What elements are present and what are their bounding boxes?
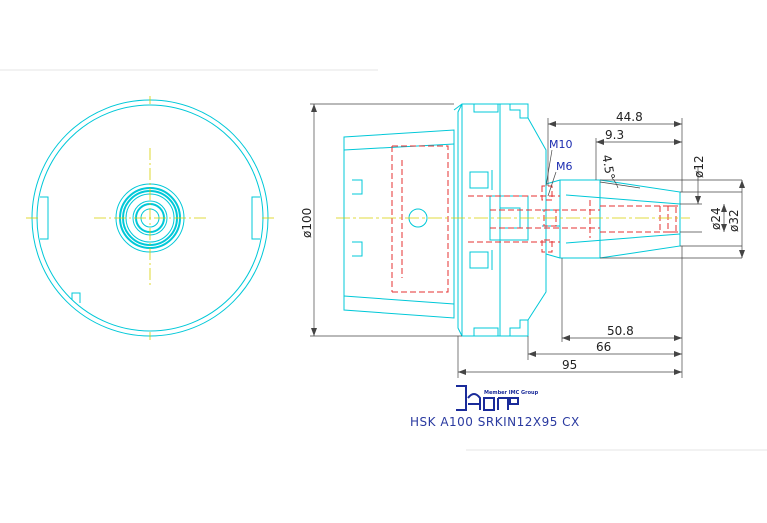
side-view xyxy=(343,103,681,337)
dim-dia-32: ø32 xyxy=(727,209,741,232)
dim-dia-12: ø12 xyxy=(692,155,706,178)
note-m6: M6 xyxy=(556,160,573,173)
dim-44-8: 44.8 xyxy=(616,110,643,124)
iscar-logo: Member IMC Group xyxy=(456,385,539,411)
hidden-lines xyxy=(391,145,678,293)
dimension-lines xyxy=(310,103,743,378)
dim-9-3: 9.3 xyxy=(605,128,624,142)
dim-dia-24: ø24 xyxy=(709,207,723,230)
dim-angle: 4.5° xyxy=(599,154,617,181)
dim-95: 95 xyxy=(562,358,577,372)
dim-50-8: 50.8 xyxy=(607,324,634,338)
dimension-arrows xyxy=(311,104,745,375)
dim-dia-100: ø100 xyxy=(300,208,314,238)
logo-tagline: Member IMC Group xyxy=(484,390,539,396)
end-view-centerlines xyxy=(94,148,206,288)
part-name: HSK A100 SRKIN12X95 CX xyxy=(410,415,580,429)
end-view-keys xyxy=(26,96,274,340)
note-m10: M10 xyxy=(549,138,573,151)
dim-66: 66 xyxy=(596,340,611,354)
